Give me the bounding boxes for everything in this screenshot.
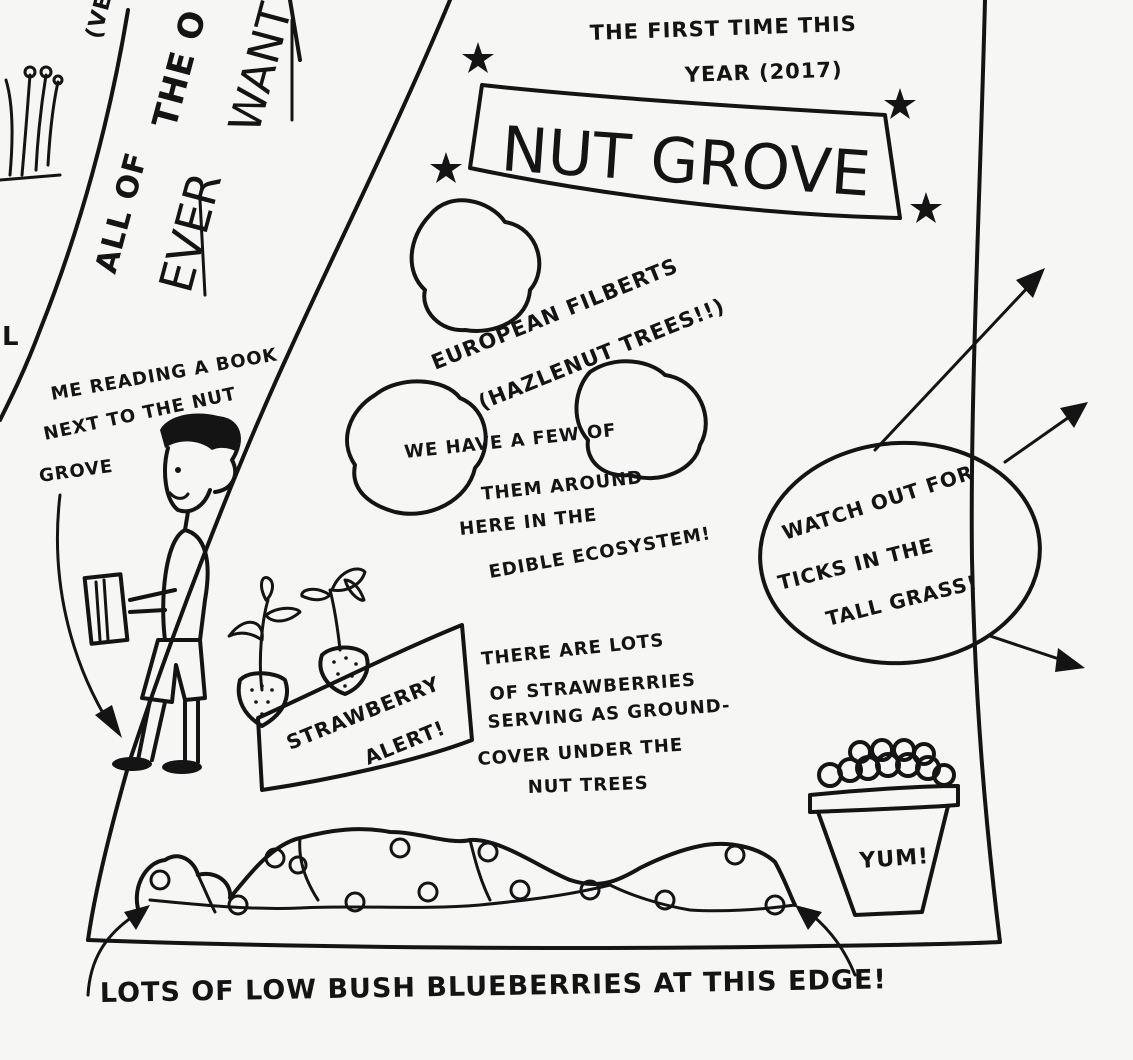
few-line3: HERE IN THE [458, 505, 598, 540]
star-icon [884, 88, 916, 119]
star-icon [430, 152, 462, 183]
arrow-icon [795, 905, 857, 977]
star-icon [910, 192, 942, 223]
ve-text: (VE [82, 0, 118, 42]
reading-line1: ME READING A BOOK [49, 344, 279, 405]
strawberry-alert-box: STRAWBERRY ALERT! [256, 623, 474, 792]
reading-line3: GROVE [38, 456, 115, 487]
the-o-text: THE O [145, 5, 215, 132]
star-icon [462, 42, 494, 73]
strawberry-icon [300, 567, 370, 696]
want-text: WANT [219, 0, 302, 138]
strawberries-line1: THERE ARE LOTS [480, 630, 665, 670]
intro-line2: YEAR (2017) [683, 57, 843, 87]
strawberries-line4: COVER UNDER THE [477, 735, 684, 770]
l-text: L [2, 322, 20, 352]
ticks-line3: TALL GRASS! [823, 570, 980, 631]
few-line1: WE HAVE A FEW OF [403, 420, 617, 463]
intro-line1: THE FIRST TIME THIS [589, 12, 857, 45]
arrow-icon [988, 634, 1085, 672]
arrow-icon [55, 493, 122, 738]
page-title: NUT GROVE [499, 112, 873, 211]
ever-text: EVER [148, 166, 232, 297]
strawberries-line5: NUT TREES [527, 773, 649, 798]
arrow-icon [873, 268, 1045, 452]
blueberries-caption: LOTS OF LOW BUSH BLUEBERRIES AT THIS EDG… [100, 964, 887, 1009]
ticks-bubble: WATCH OUT FOR TICKS IN THE TALL GRASS! [758, 440, 1042, 666]
strawberry-icon [227, 576, 302, 728]
person-reading-icon [82, 413, 241, 774]
tree-icon [574, 359, 708, 481]
all-of-text: ALL OF [89, 148, 155, 277]
plants-icon [0, 65, 64, 182]
tree-icon [345, 379, 488, 516]
arrow-icon [86, 905, 150, 997]
basket-icon: YUM! [808, 738, 960, 917]
filberts-line1: EUROPEAN FILBERTS [428, 254, 682, 375]
title-box: NUT GROVE [468, 83, 902, 220]
arrow-icon [1003, 402, 1088, 464]
grove-border [86, 0, 1002, 950]
tree-icon [409, 198, 542, 333]
filberts-line2: (HAZLENUT TREES!!) [475, 294, 729, 415]
blueberry-bush-icon [134, 827, 797, 917]
yum-text: YUM! [858, 844, 930, 874]
few-line2: THEM AROUND [480, 467, 644, 505]
